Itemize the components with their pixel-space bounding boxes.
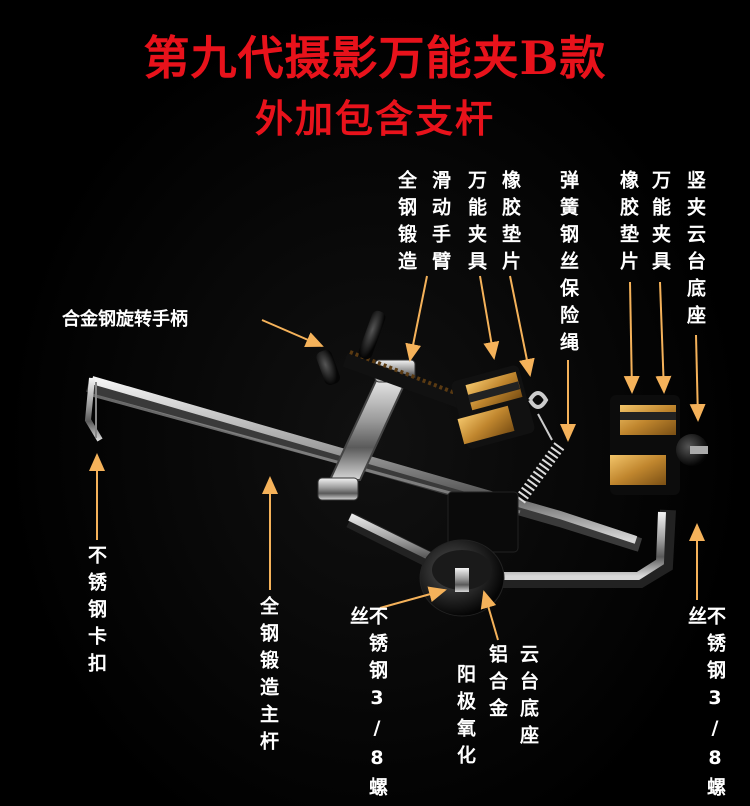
label-spring-wire-rope: 弹簧钢丝保险绳 bbox=[557, 170, 579, 359]
label-full-steel-forged: 全钢锻造 bbox=[395, 170, 417, 278]
page-subtitle: 外加包含支杆 bbox=[254, 96, 495, 141]
label-universal-clamp-left: 万能夹具 bbox=[465, 170, 487, 278]
handle-screw bbox=[316, 310, 473, 412]
leader-lines bbox=[89, 275, 706, 641]
label-rubber-pad-left: 橡胶垫片 bbox=[499, 170, 521, 278]
label-tripod-base: 云台底座 bbox=[517, 644, 539, 752]
label-alloy-handle: 合金钢旋转手柄 bbox=[62, 309, 188, 330]
page-title: 第九代摄影万能夹B款 bbox=[143, 31, 607, 85]
label-sliding-arm: 滑动手臂 bbox=[429, 170, 451, 278]
right-clamp-head bbox=[610, 395, 708, 495]
label-aluminum-alloy: 铝合金 bbox=[486, 644, 508, 725]
label-stainless-screw-left: 不锈钢3/8螺丝 bbox=[347, 606, 388, 804]
main-rod bbox=[84, 376, 643, 552]
left-clamp-head bbox=[451, 365, 535, 449]
label-stainless-buckle: 不锈钢卡扣 bbox=[85, 545, 107, 680]
label-anodized: 阳极氧化 bbox=[454, 664, 476, 772]
label-universal-clamp-right: 万能夹具 bbox=[649, 170, 671, 278]
label-stainless-screw-right: 不锈钢3/8螺丝 bbox=[685, 606, 726, 804]
tripod-base bbox=[419, 491, 519, 617]
label-vertical-clamp-tripod-base: 竖夹云台底座 bbox=[684, 170, 706, 332]
label-rubber-pad-right: 橡胶垫片 bbox=[617, 170, 639, 278]
label-full-steel-main-rod: 全钢锻造主杆 bbox=[257, 596, 279, 758]
